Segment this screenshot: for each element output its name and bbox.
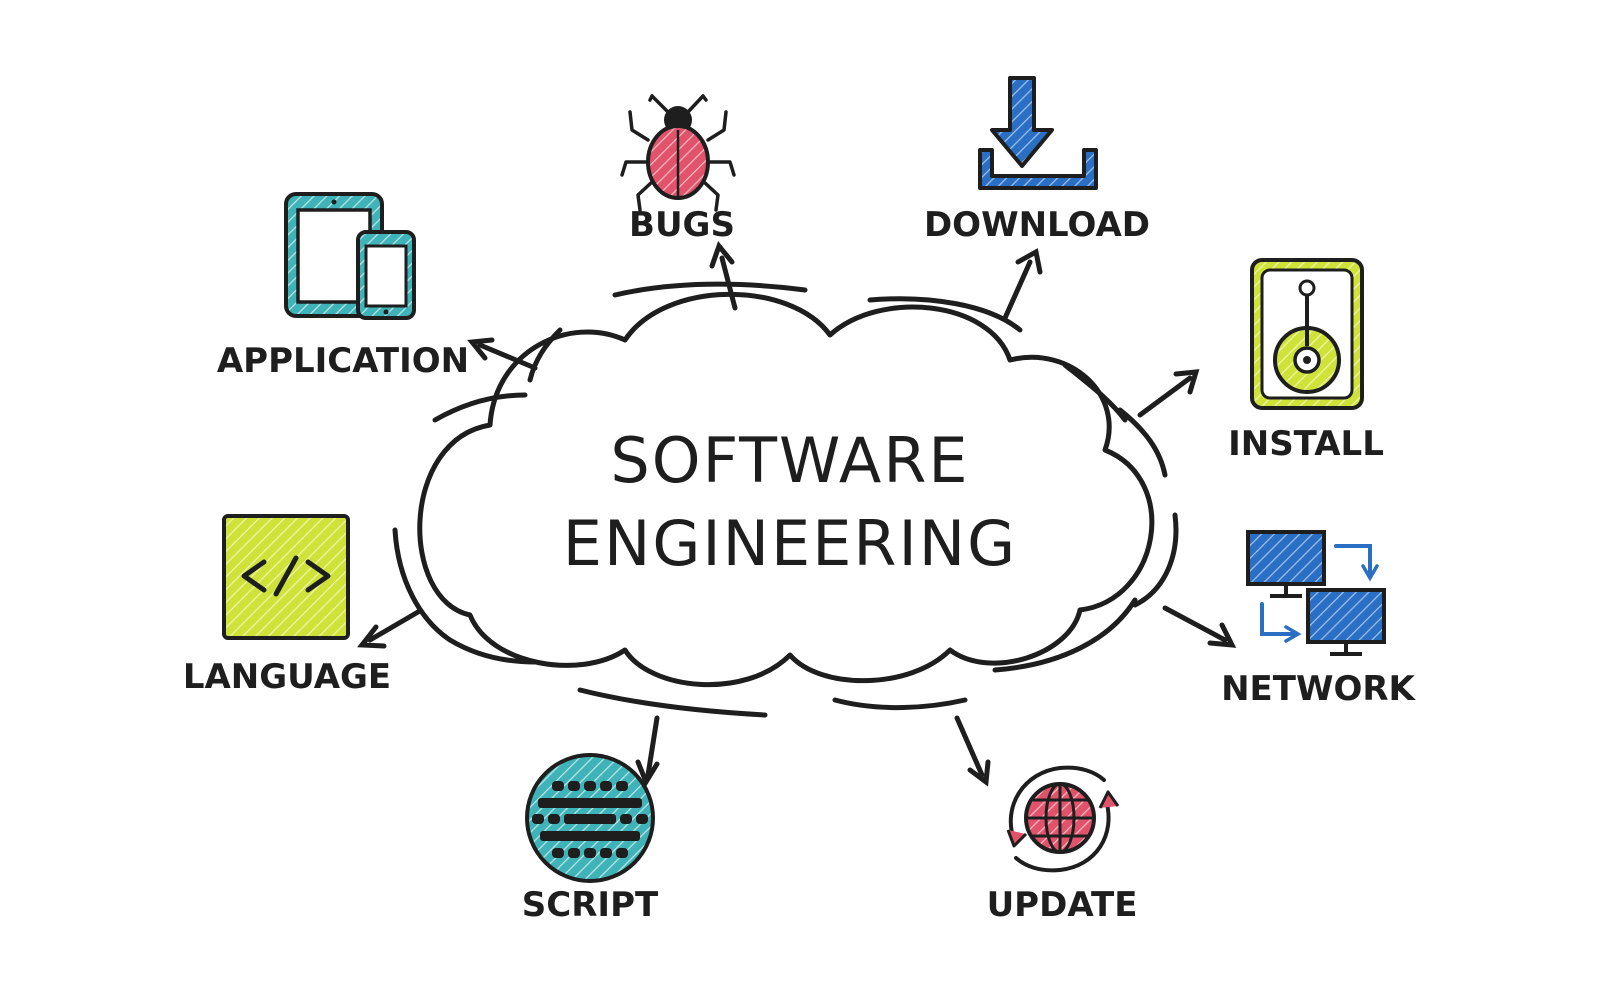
arrow-to-update [954, 715, 991, 787]
arrow-to-application [467, 337, 538, 371]
node-application: APPLICATION [217, 192, 469, 381]
node-update: UPDATE [987, 765, 1138, 925]
cloud-outline-arc [612, 281, 808, 298]
cloud-outline-arc [992, 597, 1138, 673]
globe-update-icon [1006, 765, 1120, 873]
download-icon [978, 76, 1098, 190]
bug-icon [620, 94, 736, 212]
cloud-outline-arc [832, 697, 968, 711]
node-install: INSTALL [1228, 258, 1384, 464]
hard-drive-icon [1250, 258, 1364, 410]
central-cloud: SOFTWARE ENGINEERING [392, 281, 1179, 718]
connector-arrows [357, 240, 1237, 788]
arrow-to-bugs [709, 240, 738, 311]
label-update: UPDATE [987, 885, 1138, 925]
network-icon [1246, 530, 1386, 656]
node-network: NETWORK [1221, 530, 1417, 709]
cloud-outline-arc [1117, 407, 1168, 478]
code-icon [222, 514, 350, 640]
title-line-2: ENGINEERING [563, 507, 1017, 580]
label-install: INSTALL [1228, 424, 1384, 464]
cloud-outline-arc [1062, 362, 1128, 423]
label-download: DOWNLOAD [924, 205, 1150, 245]
cloud-outline-arc [527, 327, 563, 383]
cloud-outline-arc [867, 296, 1023, 333]
node-download: DOWNLOAD [924, 76, 1150, 245]
node-language: LANGUAGE [183, 514, 391, 697]
tablet-phone-icon [284, 192, 416, 320]
label-language: LANGUAGE [183, 657, 391, 697]
arrow-to-script [635, 715, 660, 788]
arrow-to-install [1137, 369, 1200, 418]
arrow-to-download [1002, 248, 1043, 321]
cloud-outline-arc [1132, 512, 1179, 608]
arrow-to-language [357, 609, 421, 649]
label-network: NETWORK [1221, 669, 1416, 709]
label-application: APPLICATION [217, 341, 469, 381]
title-line-1: SOFTWARE [610, 424, 969, 497]
arrow-to-network [1162, 605, 1237, 648]
label-bugs: BUGS [629, 205, 735, 245]
script-icon [525, 753, 655, 883]
label-script: SCRIPT [522, 885, 659, 925]
cloud-outline-arc [432, 392, 528, 423]
node-script: SCRIPT [522, 753, 659, 925]
cloud-outline-arc [577, 687, 768, 718]
node-bugs: BUGS [620, 94, 736, 245]
cloud-outline-arc [392, 527, 538, 665]
